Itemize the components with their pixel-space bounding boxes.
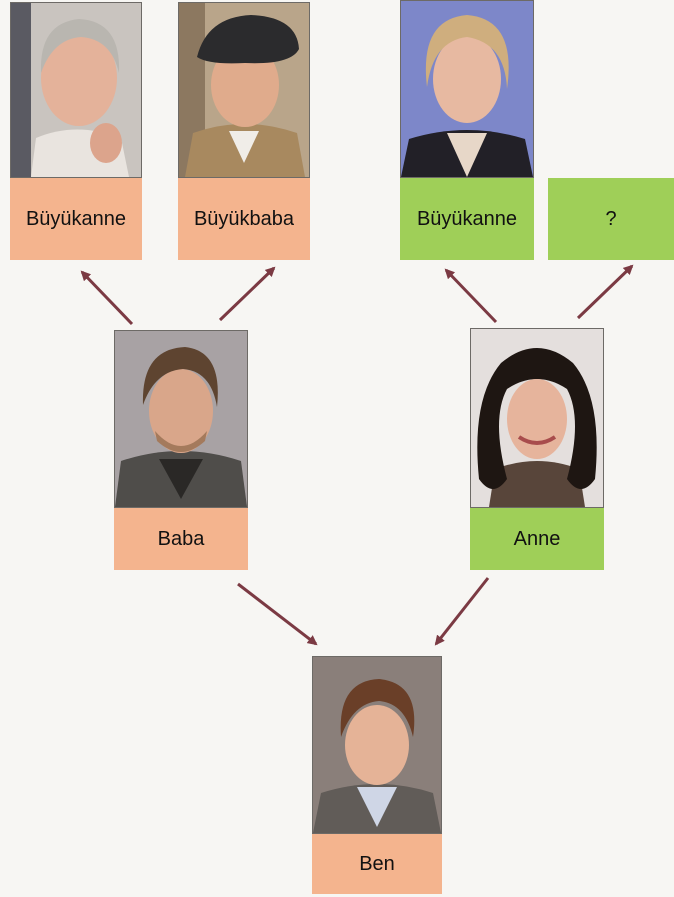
label-paternal-grandmother: Büyükanne [10,178,142,260]
arrow-me-to-mother [434,577,490,646]
woman-portrait-icon [400,0,534,178]
person-father: Baba [114,330,248,570]
arrow-mother-to-grandfather [576,264,634,320]
arrow-father-to-grandmother [80,270,134,326]
label-father: Baba [114,508,248,570]
person-mother: Anne [470,328,604,570]
arrow-me-to-father [237,582,318,646]
man-with-cap-portrait-icon [178,2,310,178]
person-paternal-grandmother: Büyükanne [10,2,142,260]
label-maternal-grandmother: Büyükanne [400,178,534,260]
person-maternal-grandfather: ? [548,178,674,260]
woman-portrait-icon [10,2,142,178]
man-portrait-icon [114,330,248,508]
person-paternal-grandfather: Büyükbaba [178,2,310,260]
label-paternal-grandfather: Büyükbaba [178,178,310,260]
boy-portrait-icon [312,656,442,834]
label-me: Ben [312,834,442,894]
person-me: Ben [312,656,442,894]
person-maternal-grandmother: Büyükanne [400,0,534,260]
arrow-mother-to-grandmother [444,268,498,324]
woman-curly-hair-portrait-icon [470,328,604,508]
label-maternal-grandfather: ? [548,178,674,260]
arrow-father-to-grandfather [218,266,276,322]
label-mother: Anne [470,508,604,570]
